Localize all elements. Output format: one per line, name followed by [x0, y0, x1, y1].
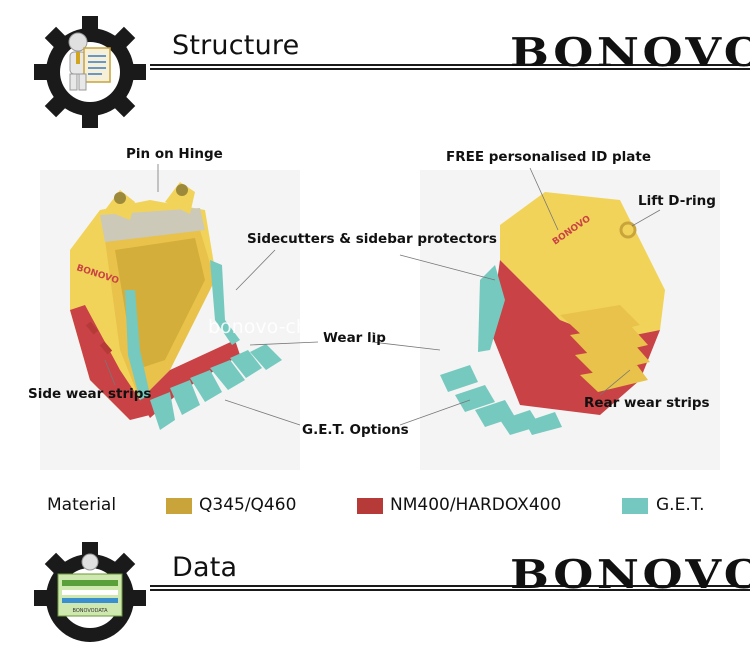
- icon-caption: BONOVODATA: [72, 608, 108, 614]
- section-title-structure: Structure: [172, 30, 300, 61]
- label-pin-on-hinge: Pin on Hinge: [126, 146, 223, 162]
- legend-swatch-q345: [166, 498, 192, 514]
- brand-logo: BONOVO: [510, 30, 750, 76]
- person-checklist-icon: [68, 32, 111, 91]
- legend-swatch-get: [622, 498, 648, 514]
- label-free-id-plate: FREE personalised ID plate: [446, 149, 652, 165]
- label-rear-wear-strips: Rear wear strips: [584, 395, 710, 411]
- label-side-wear-strips: Side wear strips: [28, 386, 152, 402]
- label-wear-lip: Wear lip: [323, 330, 386, 346]
- section-title-data: Data: [172, 552, 238, 583]
- material-legend: Material Q345/Q460 NM400/HARDOX400 G.E.T…: [0, 490, 750, 520]
- gear-icon: [34, 16, 146, 128]
- header-rule: [150, 64, 750, 70]
- bucket-diagram: BONOVO: [70, 164, 665, 435]
- leader-lines: [104, 164, 661, 426]
- legend-label-nm400: NM400/HARDOX400: [390, 495, 562, 515]
- data-header: BONOVODATA Data BONOVO: [0, 530, 750, 650]
- header-rule: [150, 585, 750, 591]
- brand-logo: BONOVO: [510, 552, 750, 598]
- right-bucket-image: BONOVO: [440, 192, 665, 435]
- label-lift-d-ring: Lift D-ring: [638, 193, 716, 209]
- gear-icon: BONOVODATA: [34, 542, 146, 642]
- person-spreadsheet-icon: BONOVODATA: [57, 553, 123, 617]
- legend-swatch-nm400: [357, 498, 383, 514]
- label-get-options: G.E.T. Options: [302, 422, 409, 438]
- legend-label-q345: Q345/Q460: [199, 495, 297, 515]
- left-bucket-image: BONOVO: [70, 182, 282, 430]
- diagram-area: BONOVO: [0, 130, 750, 480]
- legend-label-get: G.E.T.: [656, 495, 705, 515]
- label-sidecutters: Sidecutters & sidebar protectors: [247, 231, 497, 247]
- watermark: bonovo-china.com: [208, 316, 384, 338]
- legend-title: Material: [47, 495, 117, 515]
- structure-header: Structure BONOVO: [0, 0, 750, 128]
